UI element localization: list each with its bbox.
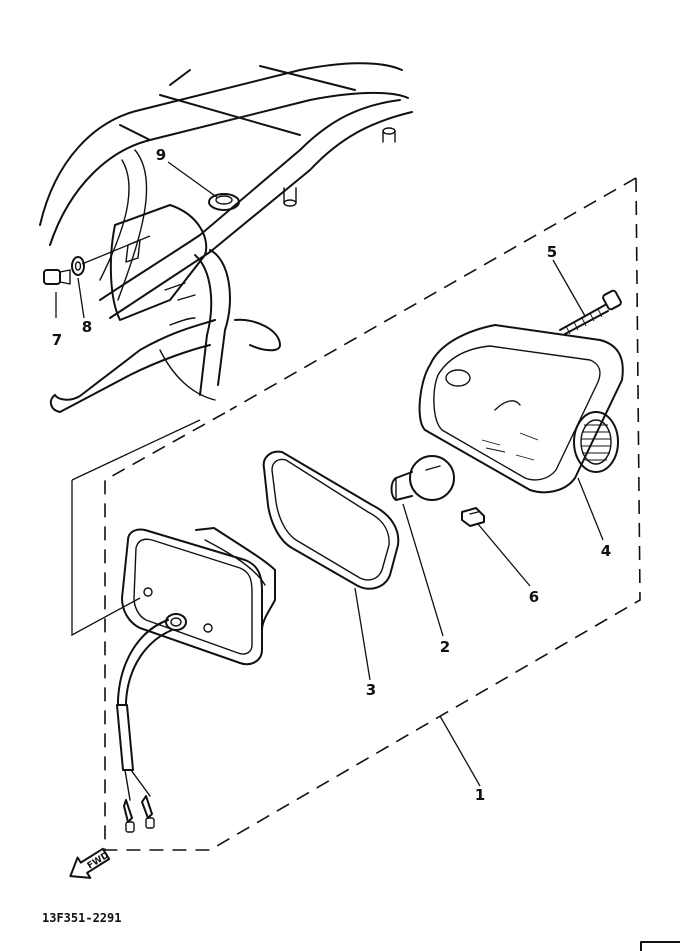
assembly-boundary <box>104 177 641 851</box>
corner-mark <box>640 941 680 951</box>
rear-frame <box>39 62 413 413</box>
callout-2: 2 <box>440 638 450 656</box>
callout-5: 5 <box>547 243 557 261</box>
callout-leaders <box>55 161 604 787</box>
tail-light-base <box>121 527 276 666</box>
frame-link-line <box>71 419 201 481</box>
callout-7: 7 <box>52 331 62 349</box>
callout-9: 9 <box>156 146 166 164</box>
callout-8: 8 <box>82 318 92 336</box>
callout-3: 3 <box>366 681 376 699</box>
bolt-axis-line <box>81 235 151 265</box>
grommet <box>208 193 240 211</box>
fwd-label: FWD <box>86 851 111 872</box>
lens-gasket <box>262 450 400 590</box>
wire-routing-line <box>71 480 141 637</box>
callout-6: 6 <box>529 588 539 606</box>
callout-labels: 1 2 3 4 5 6 7 8 9 <box>52 146 611 804</box>
callout-1: 1 <box>475 786 485 804</box>
lens <box>418 324 624 494</box>
callout-4: 4 <box>601 542 611 560</box>
drawing-code: 13F351-2291 <box>42 911 121 925</box>
socket-clip <box>461 507 485 527</box>
mounting-bolt <box>43 269 71 285</box>
bulb <box>390 455 455 501</box>
wire-harness <box>116 619 173 833</box>
washer <box>71 256 85 276</box>
lens-screw <box>559 289 622 335</box>
